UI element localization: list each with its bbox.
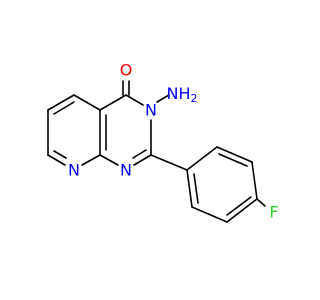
bond-c4-c4a bbox=[99, 94, 127, 111]
bond-c4-n3 bbox=[125, 94, 144, 106]
bond-n8-c8a bbox=[81, 154, 101, 166]
bond-ph-6-1 bbox=[186, 169, 193, 208]
bond-ph-f bbox=[256, 198, 266, 207]
bond-ph-2-3 bbox=[216, 146, 253, 163]
bond-ph-2-3-inner bbox=[218, 153, 248, 167]
bond-n1-c8a bbox=[99, 154, 119, 166]
bond-c7-n8-1 bbox=[47, 154, 66, 166]
bond-c2-n1-1 bbox=[133, 154, 152, 166]
bond-c5-c6-2 bbox=[53, 101, 75, 115]
bond-ph-1-2 bbox=[186, 146, 218, 171]
atom-oxygen: O bbox=[120, 61, 133, 80]
bond-ph-5-6 bbox=[191, 206, 228, 223]
amino-label: NH bbox=[167, 84, 191, 103]
molecule-svg: O N NH2 N N F bbox=[47, 61, 279, 223]
bond-c2-phenyl bbox=[150, 154, 188, 171]
amino-subscript: 2 bbox=[191, 92, 198, 105]
bond-ph-4-5 bbox=[226, 198, 258, 223]
bond-c5-c6-1 bbox=[47, 94, 75, 111]
bond-n3-nh2 bbox=[156, 94, 170, 103]
bond-c4a-c5 bbox=[73, 94, 101, 111]
molecule-structure-diagram: O N NH2 N N F bbox=[47, 61, 279, 223]
bond-ph-3-4 bbox=[251, 161, 258, 200]
atom-amino-nh2: NH2 bbox=[167, 84, 198, 105]
atom-nitrogen-n3: N bbox=[145, 101, 157, 120]
bond-c7-n8-2 bbox=[53, 150, 67, 159]
bonds-group bbox=[47, 80, 266, 223]
atom-nitrogen-n8: N bbox=[68, 161, 80, 180]
bond-c2-n1-2 bbox=[132, 149, 147, 159]
atom-fluorine: F bbox=[269, 203, 278, 222]
atom-nitrogen-n1: N bbox=[120, 161, 132, 180]
atoms-group: O N NH2 N N F bbox=[68, 61, 279, 222]
bond-ph-4-5-inner bbox=[226, 196, 252, 216]
bond-ph-6-1-inner bbox=[193, 173, 199, 204]
